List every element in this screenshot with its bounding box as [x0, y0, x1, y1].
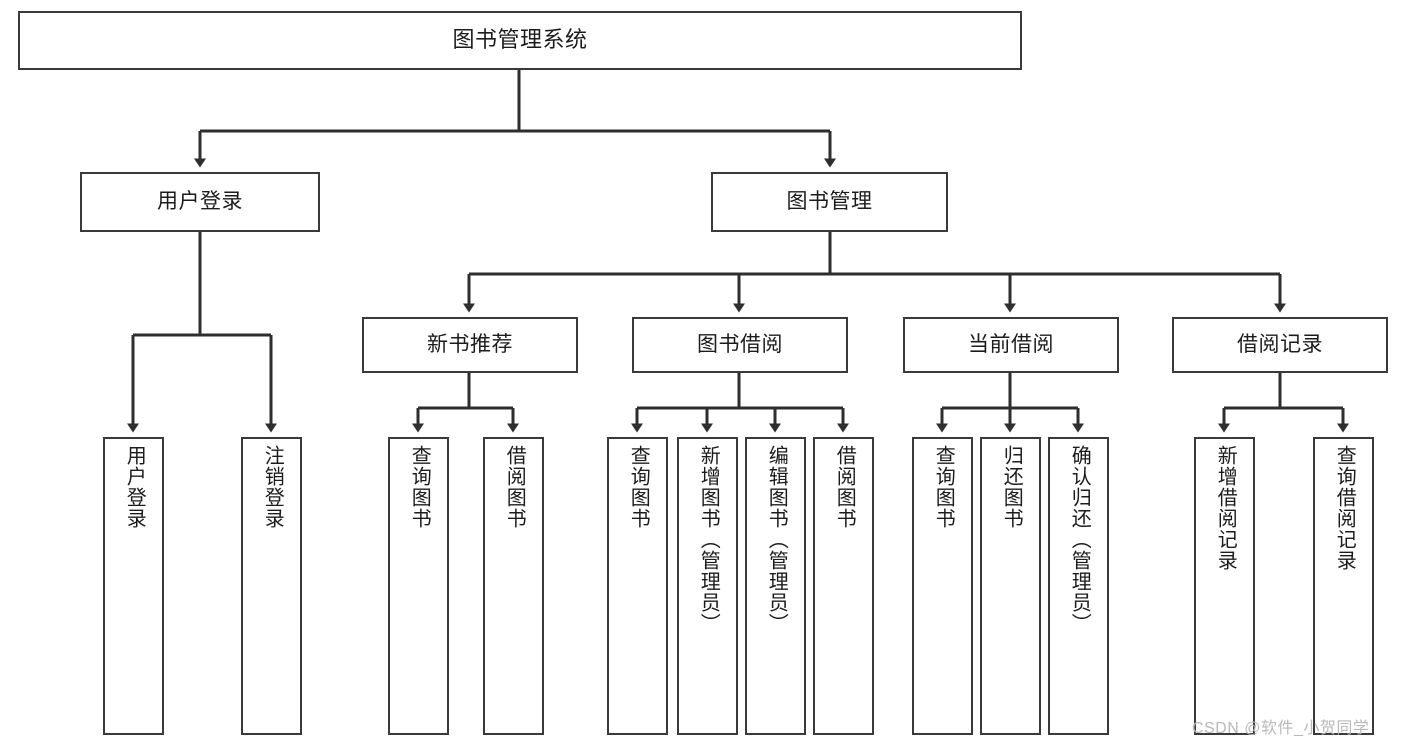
- node-borrow-record[interactable]: 借阅记录: [1172, 317, 1388, 373]
- node-new-book-recommend[interactable]: 新书推荐: [362, 317, 578, 373]
- leaf-record-add-record[interactable]: 新增借阅记录: [1194, 437, 1255, 735]
- node-book-management[interactable]: 图书管理: [711, 172, 948, 232]
- node-label: 借阅图书: [503, 445, 526, 529]
- node-label: 用户登录: [157, 190, 243, 214]
- node-label: 确认归还（管理员）: [1068, 445, 1091, 634]
- node-label: 查询图书: [932, 445, 955, 529]
- leaf-borrow-edit-book-admin[interactable]: 编辑图书（管理员）: [745, 437, 806, 735]
- node-label: 图书管理: [786, 190, 873, 214]
- node-label: 注销登录: [261, 445, 284, 529]
- node-label: 查询图书: [627, 445, 650, 529]
- leaf-record-query-record[interactable]: 查询借阅记录: [1313, 437, 1374, 735]
- leaf-user-login-signin[interactable]: 用户登录: [103, 437, 164, 735]
- leaf-borrow-borrow-book[interactable]: 借阅图书: [813, 437, 874, 735]
- leaf-current-return-book[interactable]: 归还图书: [980, 437, 1041, 735]
- node-label: 查询借阅记录: [1333, 445, 1356, 571]
- node-label: 新增图书（管理员）: [697, 445, 720, 634]
- node-label: 编辑图书（管理员）: [765, 445, 788, 634]
- leaf-borrow-add-book-admin[interactable]: 新增图书（管理员）: [677, 437, 738, 735]
- leaf-borrow-query-book[interactable]: 查询图书: [607, 437, 668, 735]
- leaf-recommend-query-book[interactable]: 查询图书: [388, 437, 449, 735]
- node-book-borrow[interactable]: 图书借阅: [632, 317, 848, 373]
- node-user-login[interactable]: 用户登录: [80, 172, 320, 232]
- node-label: 新增借阅记录: [1214, 445, 1237, 571]
- leaf-current-confirm-return-admin[interactable]: 确认归还（管理员）: [1048, 437, 1109, 735]
- node-label: 新书推荐: [427, 333, 513, 357]
- leaf-current-query-book[interactable]: 查询图书: [912, 437, 973, 735]
- node-label: 查询图书: [408, 445, 431, 529]
- csdn-watermark: CSDN @软件_小贺同学: [1192, 720, 1370, 737]
- node-label: 借阅图书: [833, 445, 856, 529]
- node-label: 当前借阅: [968, 333, 1054, 357]
- node-label: 归还图书: [1000, 445, 1023, 529]
- node-label: 图书借阅: [697, 333, 783, 357]
- node-label: 用户登录: [123, 445, 146, 529]
- leaf-recommend-borrow-book[interactable]: 借阅图书: [483, 437, 544, 735]
- node-root-book-management-system[interactable]: 图书管理系统: [18, 11, 1022, 70]
- node-label: 图书管理系统: [452, 27, 588, 53]
- node-current-borrow[interactable]: 当前借阅: [903, 317, 1119, 373]
- leaf-user-login-signout[interactable]: 注销登录: [241, 437, 302, 735]
- node-label: 借阅记录: [1237, 333, 1323, 357]
